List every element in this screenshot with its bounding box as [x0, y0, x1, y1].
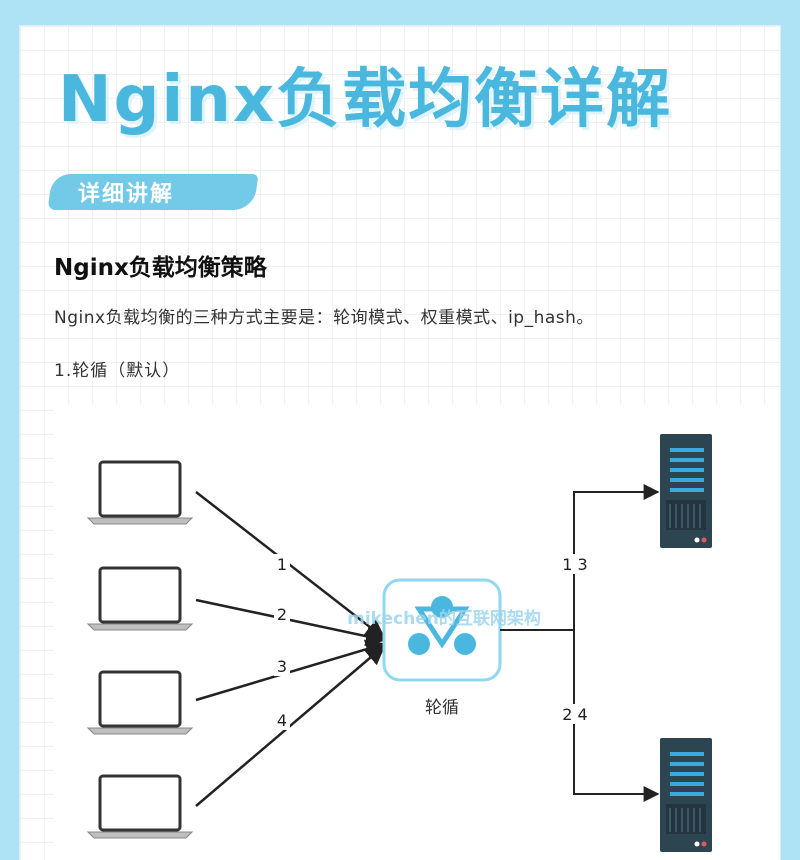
round-robin-diagram: 1 2 3 4 轮循 mikechen的互联网架构 1 3	[54, 404, 780, 860]
section-description: Nginx负载均衡的三种方式主要是：轮询模式、权重模式、ip_hash。	[54, 308, 594, 328]
server-edge-label-bottom: 2 4	[562, 705, 587, 724]
client-edge-label-1: 1	[277, 555, 287, 574]
client-laptop-1	[86, 460, 194, 525]
section-badge: 详细讲解	[78, 182, 175, 207]
server-arrow-top	[573, 484, 660, 630]
client-edge-label-3: 3	[277, 657, 287, 676]
server-edge-label-top: 1 3	[562, 555, 587, 574]
article-card: Nginx负载均衡详解 详细讲解 Nginx负载均衡策略 Nginx负载均衡的三…	[20, 26, 780, 860]
balancer-label: 轮循	[425, 698, 459, 718]
client-laptop-4	[86, 774, 194, 839]
round-robin-icon	[382, 578, 502, 682]
server-1	[660, 434, 712, 548]
page-title: Nginx负载均衡详解	[58, 63, 673, 137]
server-2	[660, 738, 712, 852]
client-laptop-2	[86, 566, 194, 631]
client-edge-label-2: 2	[277, 605, 287, 624]
client-laptop-3	[86, 670, 194, 735]
diagram-svg: 1 2 3 4 轮循 mikechen的互联网架构 1 3	[86, 434, 712, 852]
client-edge-label-4: 4	[277, 711, 287, 730]
section-heading: Nginx负载均衡策略	[54, 255, 267, 281]
strategy-item-title: 1.轮循（默认）	[54, 361, 181, 381]
watermark-text: mikechen的互联网架构	[347, 608, 541, 629]
server-arrow-bottom	[573, 630, 660, 802]
